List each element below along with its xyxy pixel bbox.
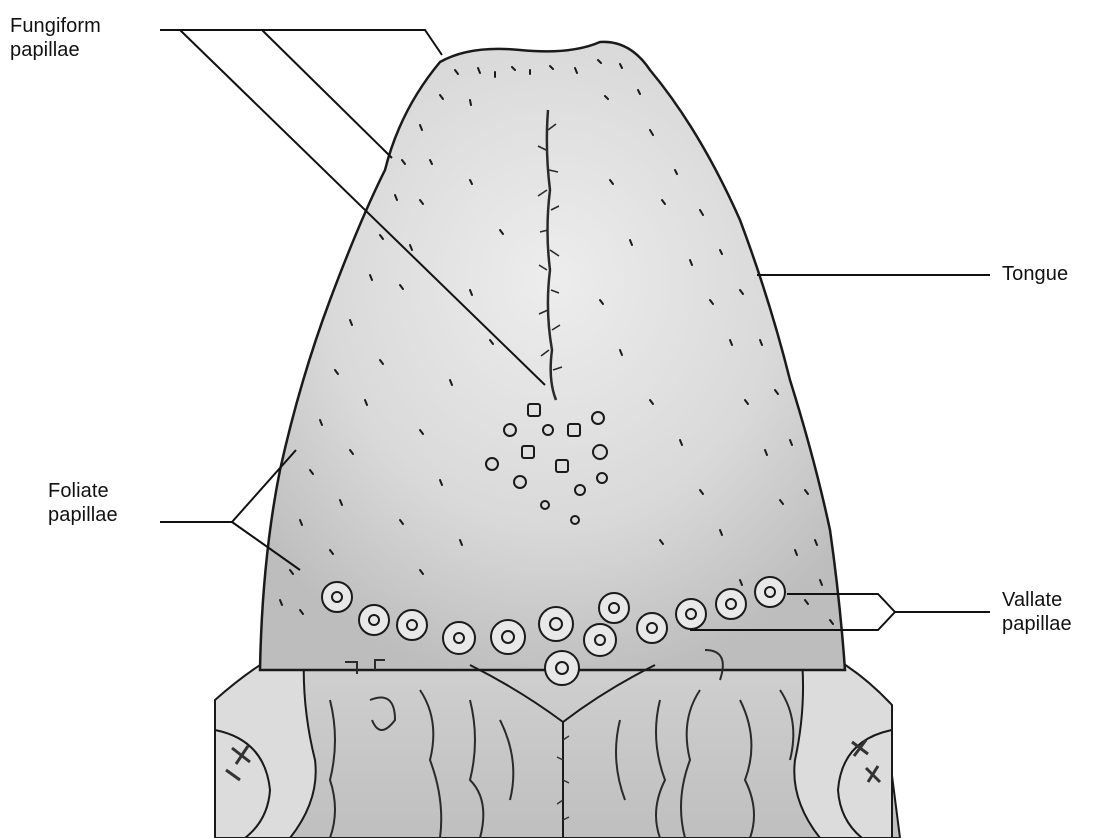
fungiform-papillae-label: Fungiform papillae — [10, 14, 101, 62]
foliate-label-line2: papillae — [48, 503, 118, 527]
fungiform-label-line2: papillae — [10, 38, 101, 62]
vallate-label-line1: Vallate — [1002, 588, 1072, 612]
vallate-label-line2: papillae — [1002, 612, 1072, 636]
tongue-label: Tongue — [1002, 262, 1068, 286]
foliate-papillae-label: Foliate papillae — [48, 479, 118, 527]
foliate-label-line1: Foliate — [48, 479, 118, 503]
fungiform-label-line1: Fungiform — [10, 14, 101, 38]
tongue-label-text: Tongue — [1002, 262, 1068, 286]
vallate-papillae-label: Vallate papillae — [1002, 588, 1072, 636]
right-pillar — [794, 642, 892, 838]
